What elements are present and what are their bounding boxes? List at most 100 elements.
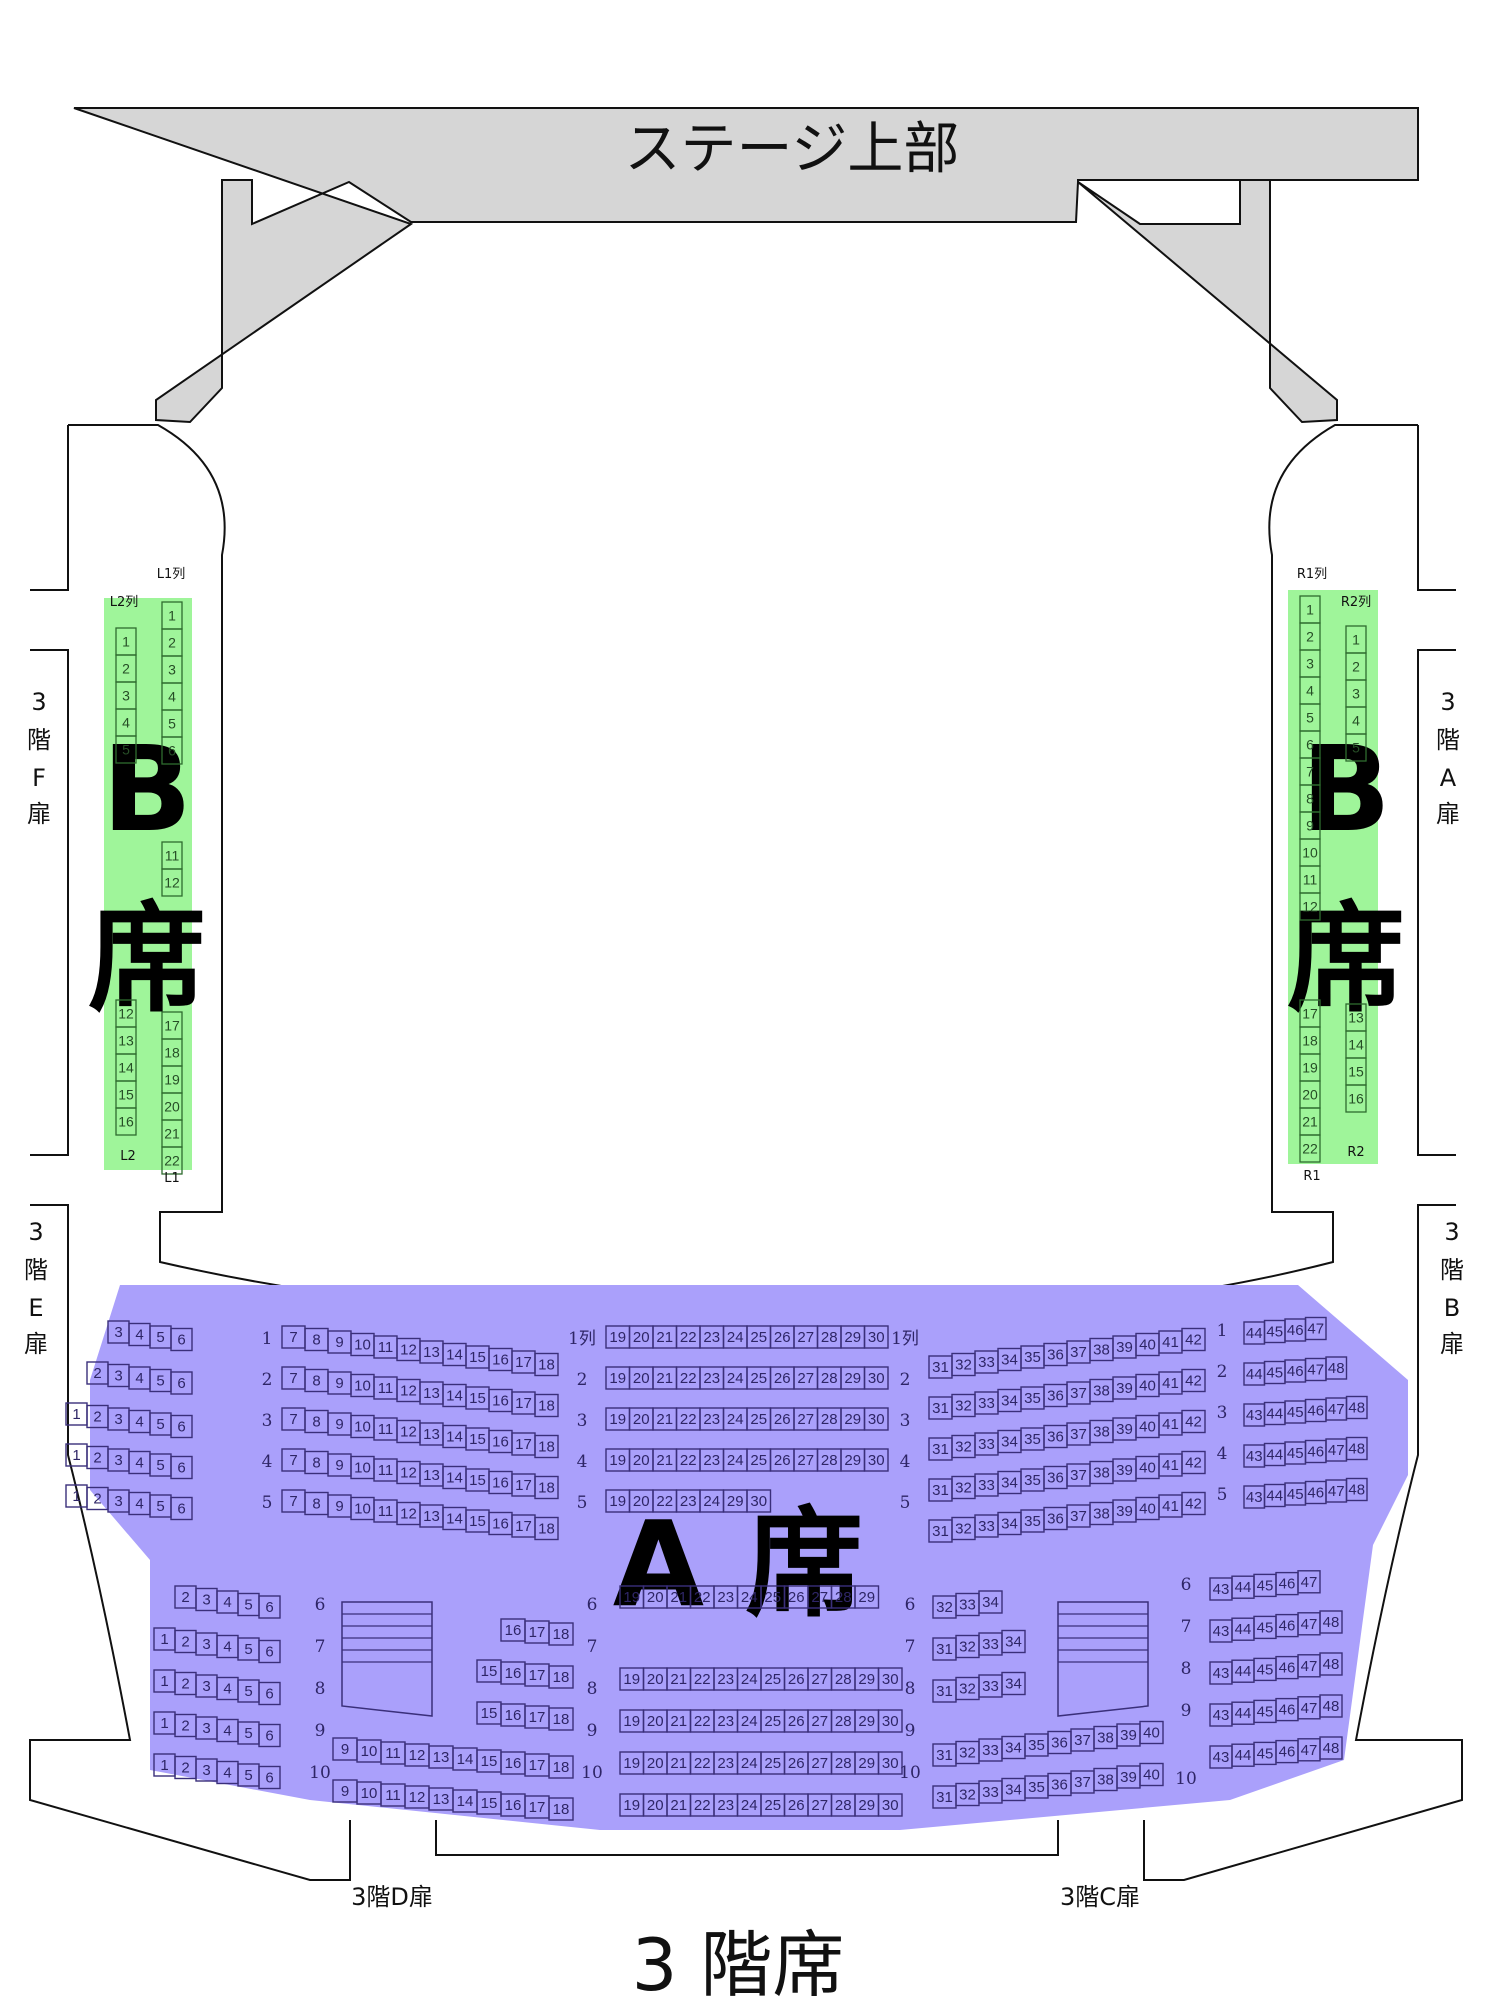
seat-17[interactable]: 17 xyxy=(511,1391,536,1415)
seat-31[interactable]: 31 xyxy=(932,1743,957,1767)
seat-22[interactable]: 22 xyxy=(1299,1134,1321,1163)
seat-45[interactable]: 45 xyxy=(1253,1741,1277,1766)
seat-6[interactable]: 6 xyxy=(161,736,183,765)
seat-16[interactable]: 16 xyxy=(488,1511,513,1536)
seat-32[interactable]: 32 xyxy=(932,1595,957,1619)
seat-42[interactable]: 42 xyxy=(1181,1491,1206,1516)
seat-21[interactable]: 21 xyxy=(666,1793,692,1817)
seat-34[interactable]: 34 xyxy=(997,1511,1022,1536)
seat-23[interactable]: 23 xyxy=(713,1667,739,1691)
seat-44[interactable]: 44 xyxy=(1243,1362,1266,1386)
seat-18[interactable]: 18 xyxy=(548,1622,574,1646)
seat-16[interactable]: 16 xyxy=(488,1429,513,1454)
seat-46[interactable]: 46 xyxy=(1275,1655,1299,1680)
seat-20[interactable]: 20 xyxy=(628,1325,654,1349)
seat-39[interactable]: 39 xyxy=(1112,1458,1137,1482)
seat-37[interactable]: 37 xyxy=(1070,1728,1095,1752)
seat-40[interactable]: 40 xyxy=(1135,1332,1160,1357)
seat-20[interactable]: 20 xyxy=(642,1793,668,1817)
seat-5[interactable]: 5 xyxy=(1345,733,1367,762)
seat-44[interactable]: 44 xyxy=(1231,1575,1255,1599)
seat-27[interactable]: 27 xyxy=(793,1407,819,1431)
seat-18[interactable]: 18 xyxy=(534,1352,559,1377)
seat-36[interactable]: 36 xyxy=(1043,1465,1068,1490)
seat-31[interactable]: 31 xyxy=(932,1785,957,1809)
seat-5[interactable]: 5 xyxy=(115,735,137,764)
seat-18[interactable]: 18 xyxy=(534,1475,559,1500)
seat-31[interactable]: 31 xyxy=(928,1355,953,1379)
seat-6[interactable]: 6 xyxy=(170,1496,193,1521)
seat-25[interactable]: 25 xyxy=(760,1793,786,1817)
seat-16[interactable]: 16 xyxy=(1345,1084,1367,1113)
seat-33[interactable]: 33 xyxy=(974,1432,999,1456)
seat-1[interactable]: 1 xyxy=(65,1484,88,1508)
seat-32[interactable]: 32 xyxy=(955,1676,980,1701)
seat-46[interactable]: 46 xyxy=(1304,1439,1327,1464)
seat-47[interactable]: 47 xyxy=(1297,1612,1321,1636)
seat-24[interactable]: 24 xyxy=(722,1407,748,1431)
seat-21[interactable]: 21 xyxy=(652,1366,678,1390)
seat-28[interactable]: 28 xyxy=(830,1667,856,1691)
seat-17[interactable]: 17 xyxy=(511,1350,536,1374)
seat-6[interactable]: 6 xyxy=(258,1723,281,1748)
seat-23[interactable]: 23 xyxy=(699,1448,725,1472)
seat-29[interactable]: 29 xyxy=(722,1489,748,1513)
seat-29[interactable]: 29 xyxy=(840,1366,866,1390)
seat-45[interactable]: 45 xyxy=(1284,1482,1307,1506)
seat-47[interactable]: 47 xyxy=(1297,1654,1321,1678)
seat-21[interactable]: 21 xyxy=(652,1325,678,1349)
seat-43[interactable]: 43 xyxy=(1209,1661,1233,1685)
seat-22[interactable]: 22 xyxy=(689,1709,715,1733)
seat-20[interactable]: 20 xyxy=(628,1448,654,1472)
seat-42[interactable]: 42 xyxy=(1181,1450,1206,1475)
seat-45[interactable]: 45 xyxy=(1263,1319,1286,1344)
seat-33[interactable]: 33 xyxy=(978,1632,1003,1656)
seat-39[interactable]: 39 xyxy=(1112,1335,1137,1359)
seat-6[interactable]: 6 xyxy=(170,1455,193,1480)
seat-20[interactable]: 20 xyxy=(628,1407,654,1431)
seat-15[interactable]: 15 xyxy=(465,1345,490,1369)
seat-31[interactable]: 31 xyxy=(928,1478,953,1502)
seat-34[interactable]: 34 xyxy=(997,1347,1022,1372)
seat-21[interactable]: 21 xyxy=(666,1709,692,1733)
seat-26[interactable]: 26 xyxy=(769,1448,795,1472)
seat-35[interactable]: 35 xyxy=(1024,1733,1049,1757)
seat-12[interactable]: 12 xyxy=(161,868,183,897)
seat-29[interactable]: 29 xyxy=(854,1667,880,1691)
seat-22[interactable]: 22 xyxy=(689,1585,715,1609)
seat-31[interactable]: 31 xyxy=(928,1396,953,1420)
seat-33[interactable]: 33 xyxy=(978,1674,1003,1698)
seat-37[interactable]: 37 xyxy=(1066,1504,1091,1528)
seat-26[interactable]: 26 xyxy=(769,1366,795,1390)
seat-27[interactable]: 27 xyxy=(807,1793,833,1817)
seat-34[interactable]: 34 xyxy=(997,1429,1022,1454)
seat-40[interactable]: 40 xyxy=(1139,1762,1164,1787)
seat-25[interactable]: 25 xyxy=(760,1667,786,1691)
seat-26[interactable]: 26 xyxy=(783,1751,809,1775)
seat-18[interactable]: 18 xyxy=(548,1797,574,1821)
seat-34[interactable]: 34 xyxy=(1001,1629,1026,1654)
seat-35[interactable]: 35 xyxy=(1020,1509,1045,1533)
seat-20[interactable]: 20 xyxy=(628,1489,654,1513)
seat-31[interactable]: 31 xyxy=(928,1519,953,1543)
seat-24[interactable]: 24 xyxy=(722,1448,748,1472)
seat-44[interactable]: 44 xyxy=(1231,1659,1255,1683)
seat-38[interactable]: 38 xyxy=(1089,1378,1114,1403)
seat-32[interactable]: 32 xyxy=(951,1352,976,1377)
seat-45[interactable]: 45 xyxy=(1284,1400,1307,1424)
seat-34[interactable]: 34 xyxy=(997,1388,1022,1413)
seat-24[interactable]: 24 xyxy=(736,1709,762,1733)
seat-36[interactable]: 36 xyxy=(1043,1424,1068,1449)
seat-45[interactable]: 45 xyxy=(1253,1699,1277,1724)
seat-37[interactable]: 37 xyxy=(1066,1381,1091,1405)
seat-18[interactable]: 18 xyxy=(534,1516,559,1541)
seat-36[interactable]: 36 xyxy=(1047,1730,1072,1755)
seat-39[interactable]: 39 xyxy=(1112,1499,1137,1523)
seat-22[interactable]: 22 xyxy=(161,1146,183,1175)
seat-19[interactable]: 19 xyxy=(605,1448,631,1472)
seat-36[interactable]: 36 xyxy=(1043,1506,1068,1531)
seat-24[interactable]: 24 xyxy=(722,1325,748,1349)
seat-34[interactable]: 34 xyxy=(1001,1671,1026,1696)
seat-26[interactable]: 26 xyxy=(783,1709,809,1733)
seat-46[interactable]: 46 xyxy=(1275,1697,1299,1722)
